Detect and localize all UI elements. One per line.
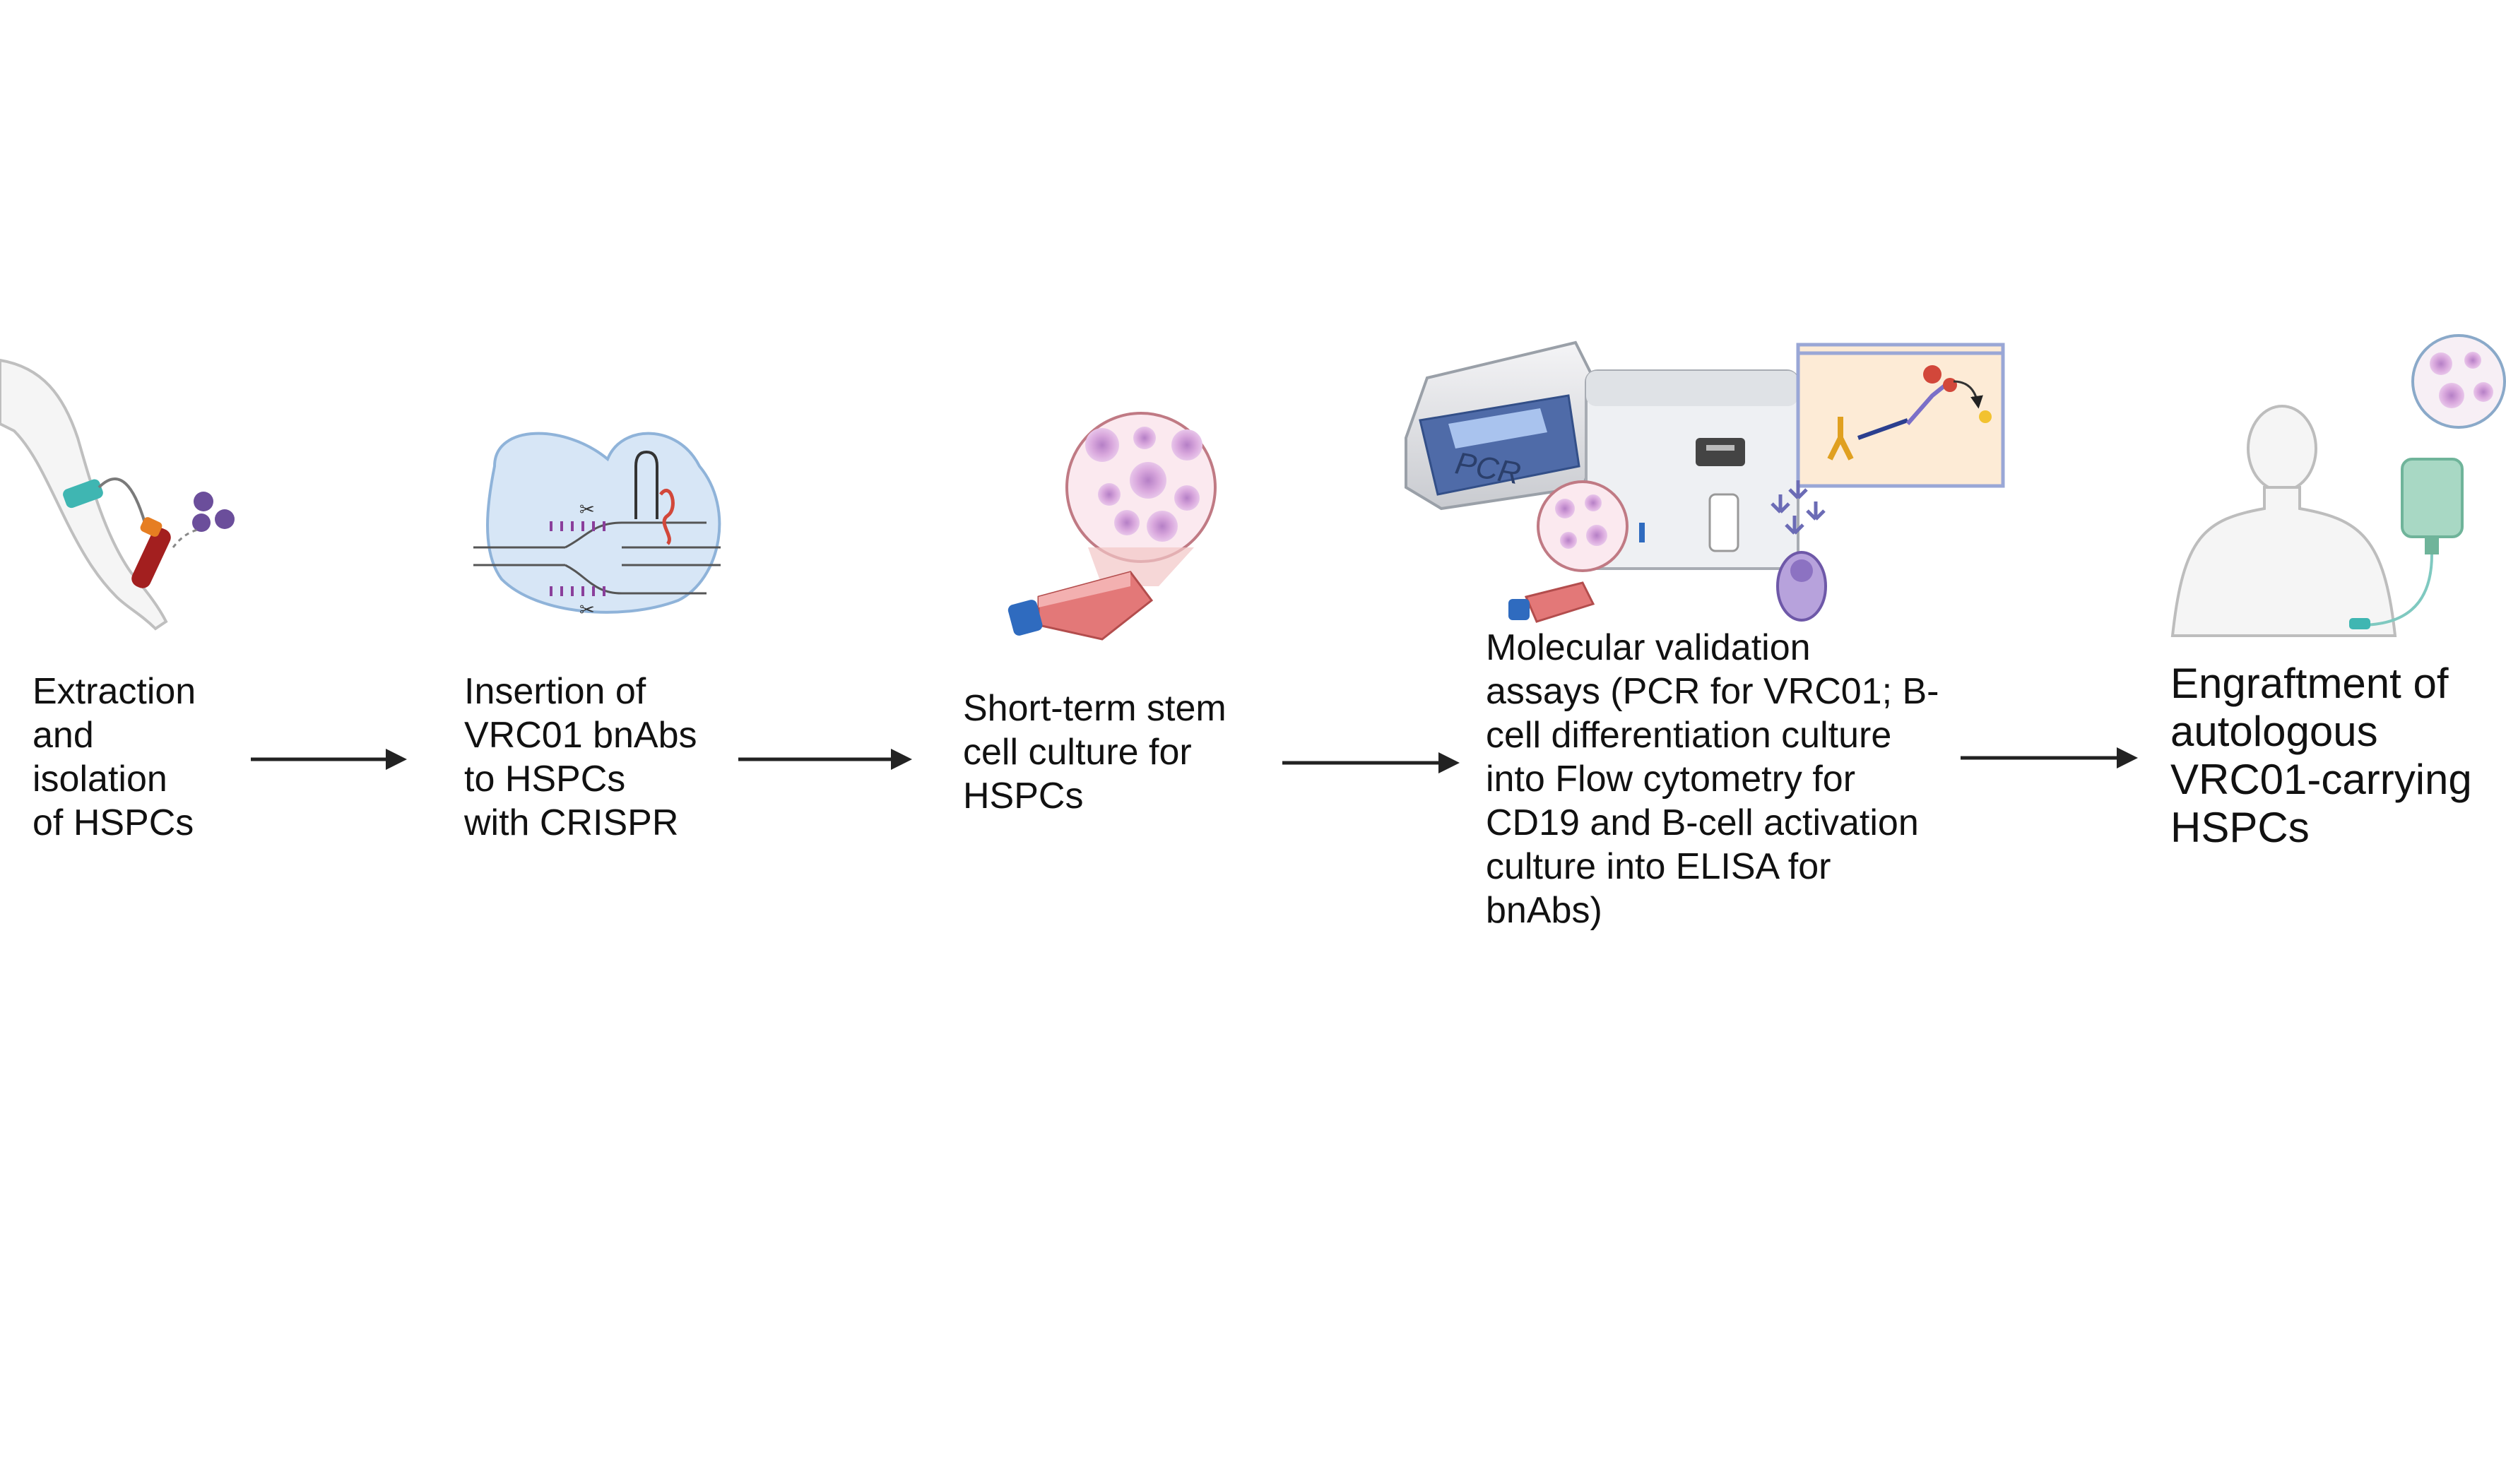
step-label-culture: Short-term stem cell culture for HSPCs — [963, 688, 1227, 817]
step-label-validation: Molecular validation assays (PCR for VRC… — [1486, 627, 1939, 931]
arm-blood-draw-icon — [0, 358, 235, 631]
step-label-engraftment: Engraftment of autologous VRC01-carrying… — [2170, 660, 2472, 851]
crispr-cas9-icon: ✂ ✂ — [473, 432, 721, 621]
patient-iv-infusion-icon — [2170, 334, 2506, 637]
step-label-insertion: Insertion of VRC01 bnAbs to HSPCs with C… — [464, 671, 697, 843]
flow-cytometer-icon — [1585, 369, 1799, 570]
step-label-extraction: Extraction and isolation of HSPCs — [32, 671, 196, 843]
antibody-icon — [1771, 480, 1826, 535]
elisa-panel-icon — [1796, 343, 2005, 488]
cell-culture-flask-icon — [1007, 412, 1217, 641]
b-cell-icon — [1776, 551, 1827, 622]
svg-text:✂: ✂ — [579, 499, 595, 521]
lab-instruments-icon: PCR — [1405, 340, 2005, 623]
pcr-machine-icon: PCR — [1405, 340, 1606, 511]
svg-text:✂: ✂ — [579, 600, 595, 621]
